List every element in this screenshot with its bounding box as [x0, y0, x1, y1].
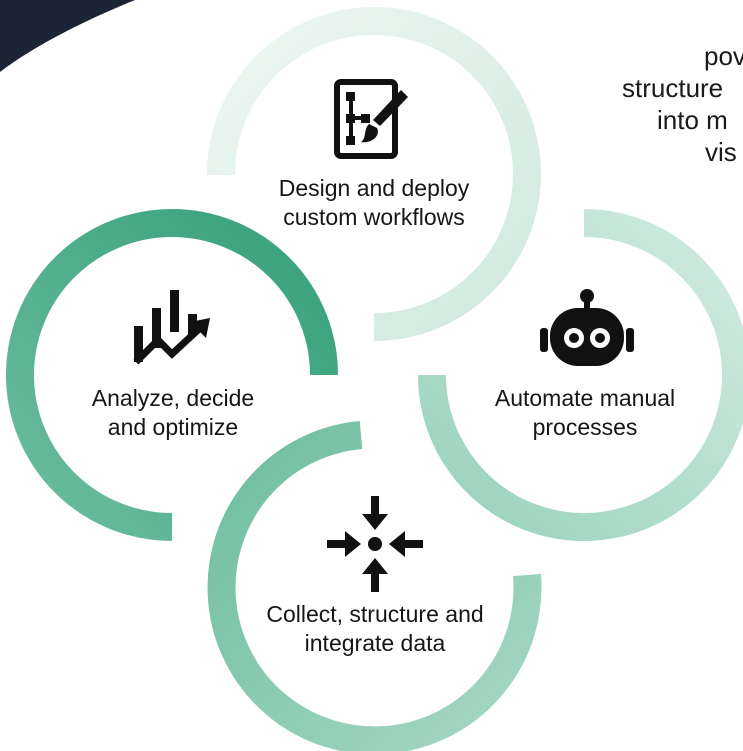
analytics-chart-icon	[133, 290, 210, 365]
step-analyze-label: Analyze, decide and optimize	[91, 385, 255, 440]
side-text-line: into m	[657, 105, 728, 135]
side-text-line: vis	[705, 137, 737, 167]
step-collect-label: Collect, structure and integrate data	[266, 601, 484, 656]
workflow-design-icon	[334, 79, 408, 159]
converge-arrows-icon	[327, 496, 423, 592]
robot-icon	[540, 289, 634, 366]
step-automate-label: Automate manual processes	[494, 385, 676, 440]
ring-collect	[207, 421, 542, 751]
ring-analyze	[6, 209, 338, 541]
ring-design	[206, 7, 541, 341]
ring-automate	[418, 209, 743, 541]
side-description: pov structure into m vis	[600, 40, 743, 168]
side-text-line: structure	[622, 73, 724, 103]
step-design-label: Design and deploy custom workflows	[278, 175, 470, 230]
side-text-line: pov	[704, 41, 743, 71]
